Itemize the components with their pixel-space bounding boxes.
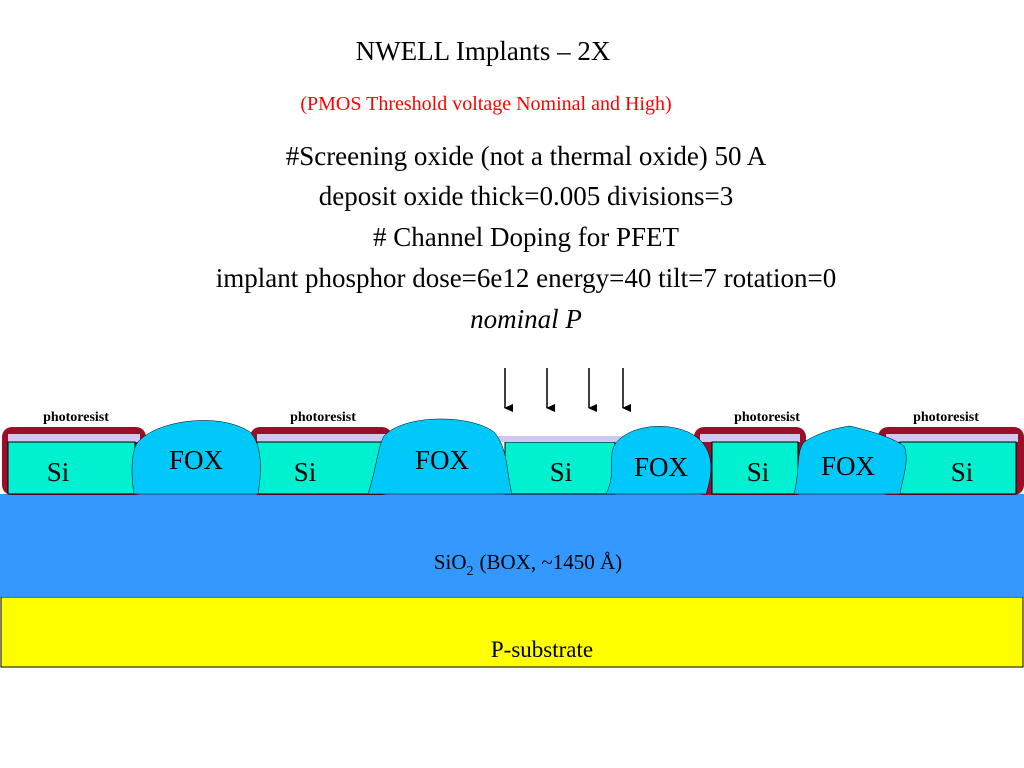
si-label-5: Si (951, 457, 974, 487)
p-substrate-layer (0, 596, 1024, 668)
fox-region-4 (793, 425, 907, 495)
slide-title: NWELL Implants – 2X (355, 36, 611, 66)
screen-oxide-layer (490, 436, 630, 442)
photoresist-label-1: photoresist (43, 410, 109, 425)
fox-label-1: FOX (169, 445, 224, 475)
command-line-channel-doping: # Channel Doping for PFET (373, 222, 679, 252)
si-label-2: Si (294, 457, 317, 487)
si-label-3: Si (550, 457, 573, 487)
fox-label-2: FOX (415, 445, 470, 475)
photoresist-label-3: photoresist (734, 410, 800, 425)
si-label-1: Si (47, 457, 70, 487)
box-formula-sub: 2 (467, 564, 474, 579)
fox-region-2 (367, 418, 513, 495)
photoresist-block-3 (694, 427, 806, 495)
fox-label-3: FOX (634, 452, 689, 482)
box-formula-base: SiO (434, 550, 467, 574)
photoresist-block-4 (878, 427, 1024, 495)
box-description: (BOX, ~1450 Å) (480, 550, 623, 574)
si-label-4: Si (747, 457, 770, 487)
p-substrate-label: P-substrate (491, 637, 593, 662)
photoresist-block-2 (250, 427, 392, 495)
fox-region-1 (131, 420, 261, 495)
command-line-implant: implant phosphor dose=6e12 energy=40 til… (215, 263, 837, 293)
fox-region-3 (605, 426, 712, 495)
command-line-screening-oxide: #Screening oxide (not a thermal oxide) 5… (285, 141, 767, 171)
fox-label-4: FOX (821, 451, 876, 481)
command-line-deposit-oxide: deposit oxide thick=0.005 divisions=3 (318, 181, 734, 211)
photoresist-label-2: photoresist (290, 410, 356, 425)
box-label: SiO2 (BOX, ~1450 Å) (434, 550, 622, 579)
photoresist-label-4: photoresist (913, 410, 979, 425)
slide-subtitle: (PMOS Threshold voltage Nominal and High… (300, 93, 672, 115)
photoresist-block-1 (2, 427, 146, 495)
command-line-nominal: nominal P (470, 304, 582, 334)
box-oxide-layer (0, 494, 1024, 597)
